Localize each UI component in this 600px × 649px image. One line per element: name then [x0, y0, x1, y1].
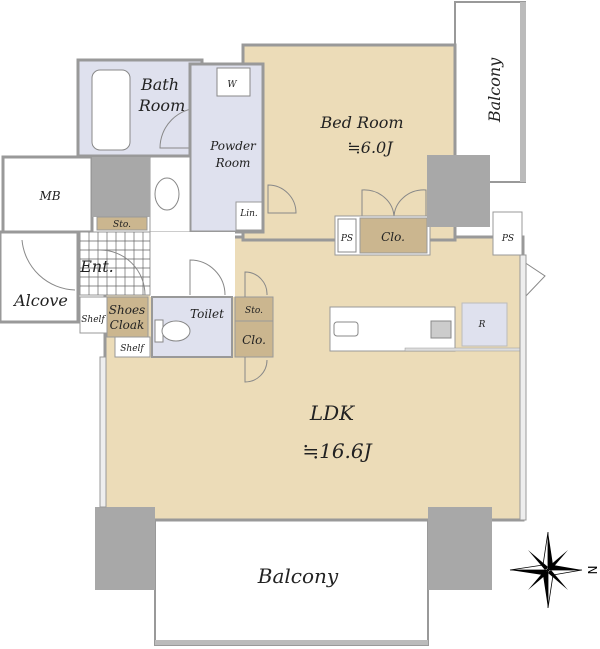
ps-right-label: PS — [501, 234, 514, 244]
mb-label: MB — [38, 189, 60, 203]
bath-label-1: Bath — [140, 75, 179, 94]
service-door — [523, 261, 546, 299]
toilet-icon — [161, 320, 191, 342]
shelf-label-1: Shelf — [81, 315, 106, 325]
alcove-label: Alcove — [12, 291, 68, 310]
bath-room: Bath Room — [76, 58, 204, 158]
bathtub-icon — [91, 69, 131, 151]
column — [428, 507, 492, 590]
compass-north-label: N — [585, 566, 599, 575]
kitchen: R — [329, 302, 524, 352]
entrance-label: Ent. — [79, 257, 114, 276]
entrance: Ent. — [79, 231, 235, 297]
washer-label: W — [227, 80, 237, 90]
storage-entry-label: Sto. — [113, 220, 131, 230]
shelf-label-2: Shelf — [120, 344, 145, 354]
compass-icon: N — [509, 531, 599, 609]
toilet: Toilet — [151, 296, 233, 358]
balcony-bottom-label: Balcony — [257, 564, 339, 588]
fridge-label: R — [478, 320, 486, 330]
toilet-label: Toilet — [190, 307, 224, 321]
closet-doors — [361, 189, 427, 219]
alcove: Alcove — [0, 230, 80, 324]
bedroom-label: Bed Room — [319, 113, 403, 132]
hall-storage: Sto. Clo. — [234, 271, 274, 383]
closet-hall-label: Clo. — [242, 333, 266, 347]
column — [95, 507, 155, 590]
bedroom-size: ≒6.0J — [347, 138, 394, 157]
shoes-label-2: Cloak — [110, 318, 145, 332]
column — [427, 155, 490, 227]
linen-label: Lin. — [239, 209, 258, 219]
shoes-cloak: Shelf Shoes Cloak Shelf — [79, 296, 151, 358]
ldk-size: ≒16.6J — [302, 439, 372, 463]
bedroom: Bed Room ≒6.0J — [241, 43, 457, 242]
balcony-top: Balcony — [454, 1, 526, 183]
meter-box: MB Sto. — [1, 155, 150, 234]
sink-icon — [154, 177, 180, 211]
washer-icon — [216, 67, 251, 97]
window — [99, 356, 107, 508]
bath-label-2: Room — [138, 96, 185, 115]
shoes-label-1: Shoes — [109, 303, 145, 317]
bedroom-door — [267, 184, 297, 214]
window — [519, 254, 527, 521]
balcony-top-label: Balcony — [485, 57, 504, 123]
powder-label-2: Room — [215, 156, 251, 170]
balcony-bottom: Balcony — [154, 511, 429, 646]
powder-label-1: Powder — [209, 139, 257, 153]
kitchen-sink-icon — [333, 321, 359, 337]
bedroom-closet: PS Clo. PS — [334, 155, 546, 299]
storage-hall-label: Sto. — [245, 306, 263, 316]
column — [92, 157, 150, 217]
ps-left-label: PS — [340, 234, 353, 244]
closet-bed-label: Clo. — [381, 230, 405, 244]
ldk-label: LDK — [309, 401, 355, 425]
stove-icon — [430, 320, 452, 339]
